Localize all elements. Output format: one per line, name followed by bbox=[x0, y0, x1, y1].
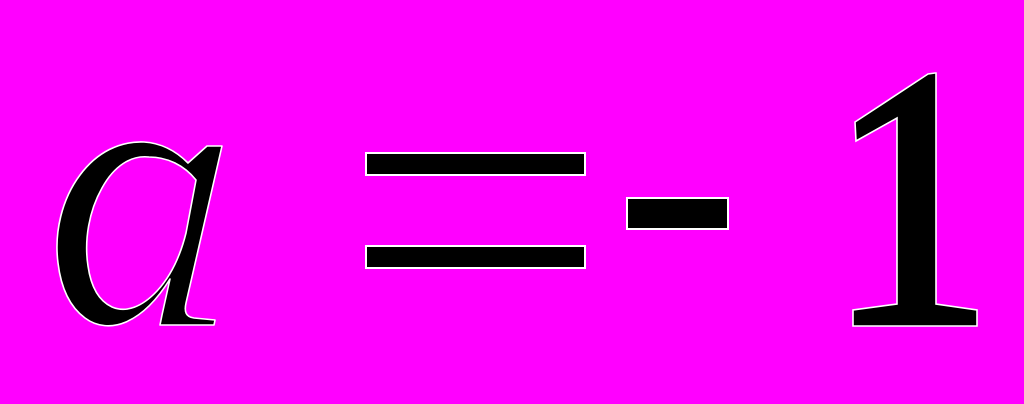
equals-bar-upper bbox=[365, 152, 586, 176]
minus-bar bbox=[626, 197, 729, 230]
equals-bar-lower bbox=[365, 245, 586, 269]
glyph-variable-a bbox=[56, 141, 223, 327]
glyph-minus-sign bbox=[626, 197, 729, 230]
glyph-equals-sign bbox=[365, 152, 586, 269]
glyph-numeral-one bbox=[852, 72, 978, 327]
